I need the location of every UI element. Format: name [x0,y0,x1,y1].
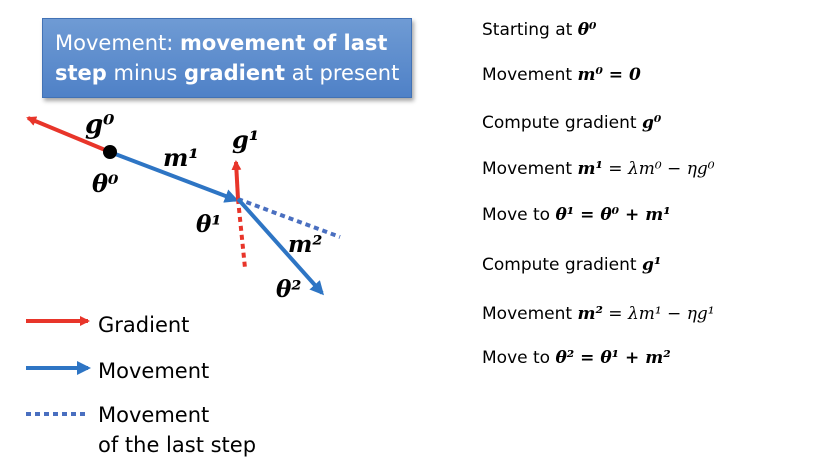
step-1: Starting at θ⁰ [482,20,597,40]
title-banner: Movement: movement of last step minus gr… [42,18,412,98]
step-4-rest: = λm⁰ − ηg⁰ [602,159,715,179]
step-2: Movement m⁰ = 0 [482,65,641,85]
step-4-text: Movement [482,159,578,179]
banner-text-3: minus [106,61,185,85]
label-theta0: θ⁰ [92,169,119,198]
step-5-text: Move to [482,205,556,225]
step-7: Movement m² = λm¹ − ηg¹ [482,304,715,324]
step-4: Movement m¹ = λm⁰ − ηg⁰ [482,159,715,179]
legend-last-step-label-2: of the last step [98,433,256,457]
label-theta1: θ¹ [196,211,221,238]
gradient-arrow-g0 [26,116,111,154]
legend-movement-label: Movement [98,359,209,383]
step-7-rest: = λm¹ − ηg¹ [602,304,715,324]
label-theta2: θ² [276,276,301,303]
step-3-text: Compute gradient [482,113,642,133]
step-6-text: Compute gradient [482,255,642,275]
step-7-text: Movement [482,304,578,324]
step-2-text: Movement [482,65,578,85]
legend-last-step-label-1: Movement [98,403,209,427]
step-2-math: m⁰ = 0 [577,65,641,85]
legend-gradient-label: Gradient [98,313,189,337]
label-m2: m² [288,231,322,258]
step-6-math: g¹ [641,255,662,275]
negative-gradient-dotted [236,198,247,269]
step-1-math: θ⁰ [577,20,597,40]
step-3: Compute gradient g⁰ [482,113,661,133]
banner-text-2: movement of last step [55,31,388,85]
movement-arrow-m2 [236,197,324,296]
last-step-dotted-line [237,197,341,239]
gradient-arrow-g1 [231,160,242,200]
step-8: Move to θ² = θ¹ + m² [482,348,671,368]
label-g1: g¹ [232,125,259,154]
step-5-math: θ¹ = θ⁰ + m¹ [555,205,671,225]
step-1-text: Starting at [482,20,578,40]
step-8-math: θ² = θ¹ + m² [555,348,671,368]
theta0-point [103,145,117,159]
label-m1: m¹ [163,143,199,172]
step-5: Move to θ¹ = θ⁰ + m¹ [482,205,671,225]
banner-text-1: Movement: [55,31,180,55]
step-3-math: g⁰ [641,113,662,133]
label-g0: g⁰ [85,110,115,140]
movement-arrow-m1 [109,150,239,203]
banner-text-4: gradient [184,61,286,85]
step-4-math: m¹ [577,159,603,179]
step-8-text: Move to [482,348,556,368]
step-7-math: m² [577,304,603,324]
banner-text-5: at present [285,61,400,85]
step-6: Compute gradient g¹ [482,255,661,275]
